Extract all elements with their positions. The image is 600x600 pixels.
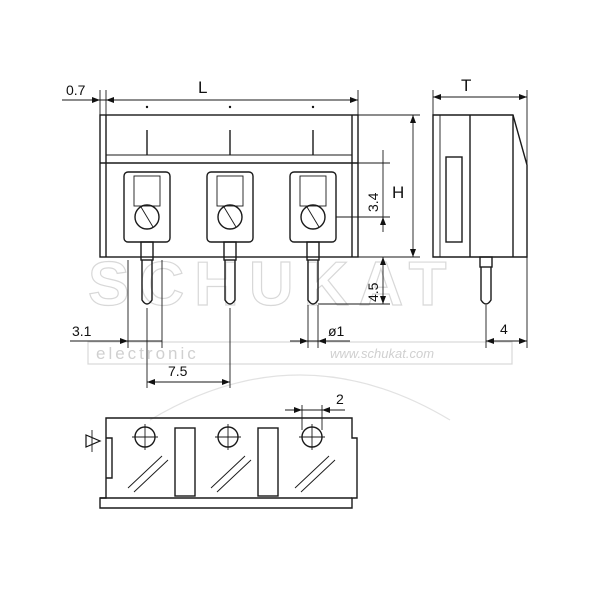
dim-phi1-label: ø1 — [328, 323, 345, 339]
terminal-2 — [206, 130, 254, 305]
dim-H-label: H — [392, 183, 404, 202]
dimension-L: L 0.7 — [62, 78, 359, 115]
front-body-outline — [99, 114, 359, 258]
dim-0-7-label: 0.7 — [66, 82, 86, 98]
dim-H-arrow-top — [410, 115, 416, 123]
dim-4-label: 4 — [500, 321, 508, 337]
dimension-4-5: 4.5 — [318, 257, 390, 305]
bottom-hatch-3a — [294, 455, 330, 489]
dim-L-arrow-left — [106, 97, 114, 103]
dimension-H: H — [358, 114, 420, 258]
bottom-hatch-2a — [210, 455, 246, 489]
dimension-2: 2 — [285, 391, 345, 430]
dim-L-dot-2 — [228, 105, 232, 109]
dim-7-5-arrow-right — [222, 379, 230, 385]
watermark: SCHUKAT electronic www.schukat.com — [87, 249, 513, 421]
dim-L-label: L — [198, 78, 207, 97]
terminal-1-screw-slot — [140, 206, 154, 228]
terminal-2-screw — [217, 204, 243, 230]
terminal-3-clamp — [299, 175, 327, 207]
dimension-7-5: 7.5 — [146, 308, 231, 388]
dim-4-arrow-left — [486, 338, 494, 344]
dim-2-label: 2 — [336, 391, 344, 407]
dim-L-arrow-right — [350, 97, 358, 103]
terminal-3-screw-slot — [306, 206, 320, 228]
dim-4-5-arrow-top — [380, 257, 386, 265]
terminal-3-pin — [307, 260, 319, 305]
dim-L-dot-1 — [145, 105, 149, 109]
dim-3-1-label: 3.1 — [72, 323, 92, 339]
bottom-hatch-2b — [216, 459, 252, 493]
terminal-3-housing — [289, 171, 337, 243]
terminal-2-housing — [206, 171, 254, 243]
terminal-3-neck — [306, 241, 320, 261]
dimension-4: 4 — [485, 257, 528, 348]
dim-2-arrow-left — [294, 407, 302, 413]
dim-7-5-label: 7.5 — [168, 363, 188, 379]
dim-7-5-arrow-left — [147, 379, 155, 385]
dim-L-dot-3 — [311, 105, 315, 109]
dim-4-5-label: 4.5 — [365, 282, 381, 302]
dim-3-4-arrow — [380, 217, 386, 225]
watermark-brand: SCHUKAT — [88, 250, 457, 319]
side-slot — [445, 156, 463, 243]
terminal-1-clamp — [133, 175, 161, 207]
dim-T-arrow-left — [433, 94, 441, 100]
watermark-sub: electronic — [96, 344, 199, 363]
bottom-slot-2 — [257, 427, 279, 497]
terminal-3 — [289, 130, 337, 305]
front-view: L 0.7 H 3.4 4.5 — [62, 78, 420, 388]
bottom-left-notch — [106, 437, 113, 479]
watermark-arc — [149, 374, 451, 421]
side-body-outline — [432, 114, 528, 258]
bottom-orientation-arrow — [85, 434, 102, 448]
terminal-1-screw — [134, 204, 160, 230]
side-pin-neck — [479, 256, 493, 268]
terminal-2-neck — [223, 241, 237, 261]
dim-T-arrow-right — [519, 94, 527, 100]
dim-phi1-arrow-left — [300, 338, 308, 344]
side-view: T 4 — [432, 76, 528, 348]
terminal-2-pin — [224, 260, 236, 305]
dim-3-4-label: 3.4 — [365, 192, 381, 212]
dimension-phi1: ø1 — [290, 305, 350, 348]
dimension-3-4: 3.4 — [336, 150, 390, 232]
watermark-url: www.schukat.com — [330, 346, 434, 361]
dim-3-1-arrow — [120, 338, 128, 344]
dim-4-5-arrow-bottom — [380, 296, 386, 304]
terminal-1-housing — [123, 171, 171, 243]
terminal-1-pin — [141, 260, 153, 305]
dim-0-7-arrow — [92, 97, 100, 103]
dim-phi1-arrow-right — [318, 338, 326, 344]
bottom-hatch-1b — [133, 459, 169, 493]
terminal-3-screw — [300, 204, 326, 230]
bottom-view: 2 — [85, 391, 358, 509]
terminal-1 — [123, 130, 171, 305]
dimension-T: T — [432, 76, 528, 165]
dim-H-arrow-bottom — [410, 249, 416, 257]
terminal-1-neck — [140, 241, 154, 261]
bottom-outline — [99, 417, 358, 509]
terminal-2-clamp — [216, 175, 244, 207]
terminal-2-screw-slot — [223, 206, 237, 228]
dim-4-arrow-right — [519, 338, 527, 344]
dim-T-label: T — [461, 76, 471, 95]
bottom-slot-1 — [174, 427, 196, 497]
bottom-hatch-1a — [127, 455, 163, 489]
side-pin — [480, 267, 492, 305]
dim-2-arrow-right — [322, 407, 330, 413]
bottom-hatch-3b — [300, 459, 336, 493]
